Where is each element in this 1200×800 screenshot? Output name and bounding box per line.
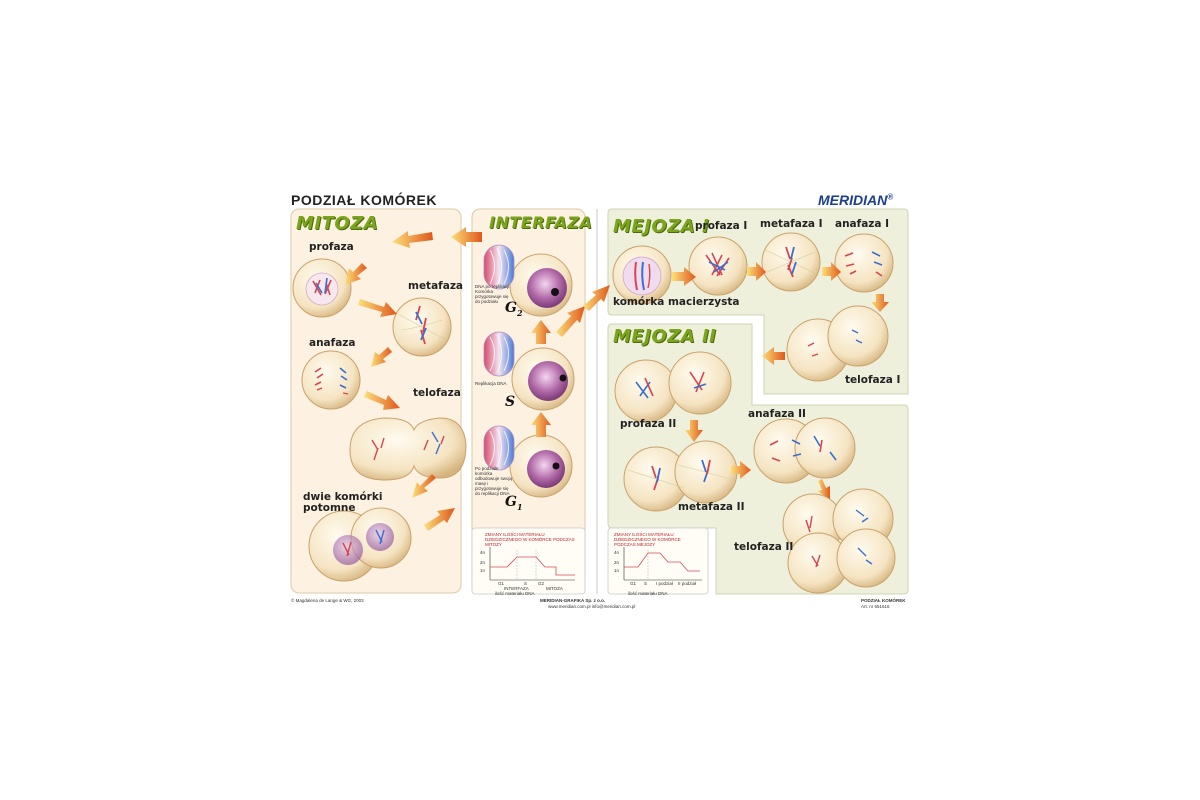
graph-mitosis-x-g1: G1 — [498, 581, 505, 586]
footer-publisher: MERIDIAN-GRAFIKA Sp. z o.o. — [540, 598, 606, 603]
label-mejoza1-telofaza: telofaza I — [845, 374, 901, 386]
graph-meiosis-x-g1: G1 — [630, 581, 637, 586]
brand-logo: MERIDIAN® — [818, 192, 893, 208]
interfaza-g1-cell — [483, 425, 573, 498]
graph-mitosis-caption: ZMIANY ILOŚCI MATERIAŁU DZIEDZICZNEGO W … — [485, 532, 575, 547]
mitoza-telofaza-cell — [349, 417, 467, 481]
label-g1: G1 — [505, 494, 523, 512]
section-title-mitoza: MITOZA — [296, 213, 379, 234]
brand-mark: ® — [887, 192, 894, 202]
section-title-mejoza2: MEJOZA II — [613, 326, 717, 347]
label-mejoza1-metafaza: metafaza I — [760, 218, 823, 230]
mejoza2-telofaza-cells — [782, 488, 896, 594]
graph-meiosis-x-2: II podział — [678, 581, 697, 586]
mitoza-profaza-cell — [292, 258, 352, 318]
footer-copyright: © Magdalena de Lange & WG, 2003 — [291, 598, 364, 603]
label-mejoza1-mother: komórka macierzysta — [613, 296, 740, 308]
label-mitoza-telofaza: telofaza — [413, 387, 461, 399]
label-g1-letter: G — [505, 494, 517, 510]
mejoza1-arrows — [672, 262, 889, 365]
mitoza-metafaza-cell — [392, 297, 452, 357]
graph-mitosis-phase-interfaza: INTERFAZA — [504, 586, 529, 591]
footer-product: PODZIAŁ KOMÓREK — [861, 598, 906, 603]
mitoza-anafaza-cell — [301, 350, 361, 410]
graph-meiosis-ytick-4n: 4n — [614, 550, 620, 555]
label-g2-letter: G — [505, 300, 517, 316]
graph-mitosis-ytick-1n: 1n — [480, 568, 486, 573]
label-s: S — [505, 394, 516, 410]
label-mejoza1-anafaza: anafaza I — [835, 218, 890, 230]
label-mitoza-profaza: profaza — [309, 241, 354, 253]
label-mitoza-metafaza: metafaza — [408, 280, 464, 292]
label-mejoza2-metafaza: metafaza II — [678, 501, 745, 513]
graph-mitosis-x-g2: G2 — [538, 581, 545, 586]
mejoza1-profaza-cell — [688, 236, 748, 296]
graph-mitosis-phase-mitoza: MITOZA — [546, 586, 563, 591]
label-mejoza2-profaza: profaza II — [620, 418, 677, 430]
graph-mitosis-box — [471, 527, 586, 595]
label-mejoza1-profaza: profaza I — [695, 220, 748, 232]
note-g2: DNA po replikacji. Komórka przygotowuje … — [475, 284, 511, 304]
label-daughters-line1: dwie komórki — [303, 491, 383, 503]
mejoza1-anafaza-cell — [834, 233, 894, 293]
mejoza2-profaza-cells — [614, 351, 732, 423]
label-g2-sub: 2 — [516, 307, 523, 318]
note-g1: Po podziale komórka odbudowuje swoją mas… — [475, 466, 513, 496]
graph-mitosis-legend: ilość materiału DNA — [495, 591, 535, 596]
label-daughters-line2: potomne — [303, 502, 356, 514]
mejoza1-metafaza-cell — [761, 232, 821, 292]
graph-meiosis-ytick-2n: 2n — [614, 560, 620, 565]
poster-title: PODZIAŁ KOMÓREK — [291, 192, 437, 208]
interfaza-g2-cell — [483, 244, 573, 317]
graph-meiosis-legend: ilość materiału DNA — [628, 591, 668, 596]
label-mejoza2-anafaza: anafaza II — [748, 408, 806, 420]
label-mitoza-anafaza: anafaza — [309, 337, 356, 349]
mitoza-daughter-cells — [308, 507, 412, 582]
section-title-interfaza: INTERFAZA — [489, 213, 593, 232]
section-title-mejoza1: MEJOZA I — [613, 216, 710, 237]
mitoza-arrows — [345, 227, 482, 531]
footer-contact: www.meridian.com.pl info@meridian.com.pl — [548, 604, 636, 609]
interfaza-arrows — [531, 285, 610, 437]
footer-art: Art. nr 651616 — [861, 604, 890, 609]
note-s: Replikacja DNA — [475, 381, 507, 386]
mejoza2-arrows — [685, 420, 830, 499]
label-g1-sub: 1 — [516, 501, 523, 512]
graph-meiosis-ytick-1n: 1n — [614, 568, 620, 573]
graph-meiosis-x-1: I podział — [656, 581, 673, 586]
label-mejoza2-telofaza: telofaza II — [734, 541, 794, 553]
label-g2: G2 — [505, 300, 523, 318]
mejoza2-metafaza-cells — [623, 440, 738, 512]
mejoza1-mother-cell — [612, 245, 672, 305]
graph-mitosis-ytick-2n: 2n — [480, 560, 486, 565]
graph-meiosis-caption: ZMIANY ILOŚCI MATERIAŁU DZIEDZICZNEGO W … — [614, 532, 681, 547]
brand-name: MERIDIAN — [818, 192, 888, 208]
interfaza-s-cell — [483, 331, 575, 411]
graph-meiosis-box — [607, 527, 709, 595]
mejoza1-telofaza-cells — [786, 305, 889, 382]
graph-mitosis-x-s: S — [524, 581, 528, 586]
graph-meiosis-x-s: S — [644, 581, 648, 586]
mejoza2-anafaza-cells — [753, 417, 856, 484]
graph-mitosis-ytick-4n: 4n — [480, 550, 486, 555]
